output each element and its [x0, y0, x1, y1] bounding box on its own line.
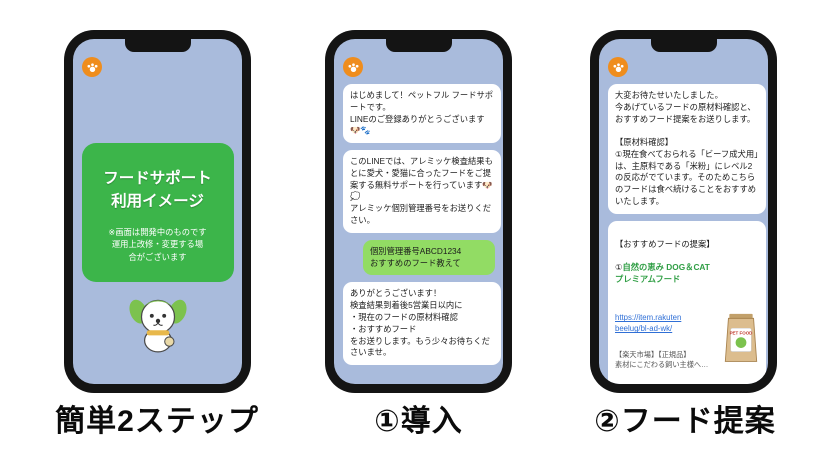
phone-mockup-2: はじめまして！ペットフル フードサポートです。 LINEのご登録ありがとうござい… — [325, 30, 512, 393]
proposal-caption: ②フード提案 — [594, 405, 776, 438]
bot-avatar-icon — [608, 57, 628, 77]
step-caption: 簡単2ステップ — [55, 405, 259, 438]
promo-note: ※画面は開発中のものです 運用上改修・変更する場 合がございます — [108, 226, 207, 263]
bot-message-bubble: 大変お待たせいたしました。 今あげているフードの原材料確認と、おすすめフード提案… — [608, 84, 766, 214]
paw-icon — [86, 62, 98, 72]
product-name: 自然の恵み DOG＆CAT プレミアムフード — [615, 262, 710, 284]
phone-screen-3: 大変お待たせいたしました。 今あげているフードの原材料確認と、おすすめフード提案… — [599, 39, 768, 384]
product-link-row: https://item.rakuten beelug/bl-ad-wk/ 【楽… — [615, 302, 759, 382]
user-message-bubble: 個別管理番号ABCD1234 おすすめのフード教えて — [363, 239, 495, 276]
bot-message-bubble: はじめまして！ペットフル フードサポートです。 LINEのご登録ありがとうござい… — [343, 84, 501, 144]
product-link-caption: 【楽天市場】【正規品】 素材にこだわる飼い主様へ… — [615, 349, 709, 369]
phone-notch — [385, 39, 452, 52]
paw-icon — [612, 62, 624, 72]
dog-mascot-illustration — [79, 290, 236, 361]
phone-screen-2: はじめまして！ペットフル フードサポートです。 LINEのご登録ありがとうござい… — [334, 39, 503, 384]
bot-avatar-icon — [343, 57, 363, 77]
phone-mockup-3: 大変お待たせいたしました。 今あげているフードの原材料確認と、おすすめフード提案… — [590, 30, 777, 393]
bot-message-bubble: ありがとうございます！ 検査結果到着後5営業日以内に ・現在のフードの原材料確認… — [343, 282, 501, 366]
phone-notch — [124, 39, 191, 52]
promo-card: フードサポート 利用イメージ ※画面は開発中のものです 運用上改修・変更する場 … — [81, 143, 234, 283]
dog-mascot-icon — [128, 299, 187, 353]
phone-screen-1: フードサポート 利用イメージ ※画面は開発中のものです 運用上改修・変更する場 … — [73, 39, 242, 384]
phone-mockup-1: フードサポート 利用イメージ ※画面は開発中のものです 運用上改修・変更する場 … — [64, 30, 251, 393]
product-image: PET FOOD — [723, 302, 759, 370]
bot-message-bubble: このLINEでは、アレミッケ検査結果もとに愛犬・愛猫に合ったフードをご提案する無… — [343, 150, 501, 233]
intro-caption: ①導入 — [374, 405, 463, 438]
product-number: ① — [615, 262, 623, 273]
product-link[interactable]: https://item.rakuten beelug/bl-ad-wk/ — [615, 313, 682, 334]
paw-icon — [347, 62, 359, 72]
product-name-line: ①自然の恵み DOG＆CAT プレミアムフード — [615, 262, 759, 286]
proposal-header: 【おすすめフードの提案】 — [615, 238, 715, 249]
product-link-column: https://item.rakuten beelug/bl-ad-wk/ 【楽… — [615, 302, 719, 382]
bot-avatar-icon — [82, 57, 102, 77]
pouch-label-text: PET FOOD — [730, 331, 754, 336]
phone-notch — [650, 39, 717, 52]
promo-title: フードサポート 利用イメージ — [103, 170, 212, 211]
bot-message-bubble-product: 【おすすめフードの提案】 ①自然の恵み DOG＆CAT プレミアムフード htt… — [608, 220, 766, 384]
food-pouch-icon: PET FOOD — [724, 314, 758, 363]
